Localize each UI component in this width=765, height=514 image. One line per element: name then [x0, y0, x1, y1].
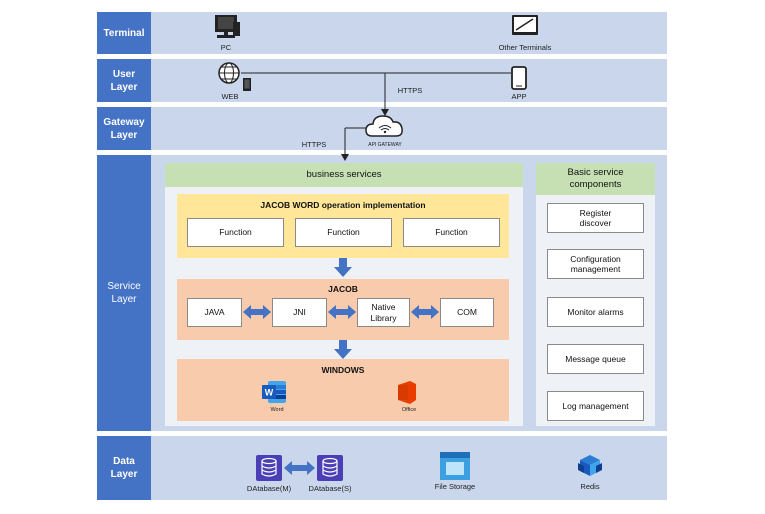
- db-master-caption: DAtabase(M): [246, 484, 292, 493]
- function-box-2: Function: [295, 218, 392, 247]
- java-box: JAVA: [187, 298, 242, 327]
- windows-title: WINDOWS: [321, 365, 365, 375]
- business-services-header: [165, 163, 523, 187]
- monitor-alarms-box: Monitor alarms: [547, 297, 644, 327]
- terminal-band: [97, 12, 667, 54]
- user-https-label: HTTPS: [397, 86, 423, 95]
- data-layer-label: Data Layer: [97, 436, 151, 500]
- data-band: [97, 436, 667, 500]
- app-caption: APP: [511, 92, 527, 101]
- jni-box: JNI: [272, 298, 327, 327]
- function-box-1: Function: [187, 218, 284, 247]
- gateway-layer-label: Gateway Layer: [97, 107, 151, 150]
- jacob-word-title: JACOB WORD operation implementation: [260, 200, 426, 210]
- service-layer-label: Service Layer: [97, 155, 151, 431]
- db-slave-caption: DAtabase(S): [308, 484, 352, 493]
- windows-panel: [177, 359, 509, 421]
- com-box: COM: [440, 298, 494, 327]
- configuration-management-box: Configuration management: [547, 249, 644, 279]
- function-box-3: Function: [403, 218, 500, 247]
- pc-caption: PC: [220, 43, 232, 52]
- terminal-layer-label: Terminal: [97, 12, 151, 54]
- log-management-box: Log management: [547, 391, 644, 421]
- other-terminals-caption: Other Terminals: [498, 43, 552, 52]
- user-layer-label: User Layer: [97, 59, 151, 102]
- file-storage-caption: File Storage: [434, 482, 476, 491]
- register-discover-box: Register discover: [547, 203, 644, 233]
- jacob-title: JACOB: [328, 284, 358, 294]
- basic-components-title: Basic service components: [567, 167, 624, 191]
- business-services-title: business services: [306, 169, 382, 180]
- basic-components-header: [536, 163, 655, 195]
- redis-caption: Redis: [580, 482, 600, 491]
- user-band: [97, 59, 667, 102]
- message-queue-box: Message queue: [547, 344, 644, 374]
- office-caption: Office: [401, 407, 417, 413]
- word-caption: Word: [270, 407, 284, 413]
- native-library-box: Native Library: [357, 298, 410, 327]
- api-gateway-caption: API GATEWAY: [368, 142, 402, 148]
- gateway-https-label: HTTPS: [301, 140, 327, 149]
- web-caption: WEB: [221, 92, 239, 101]
